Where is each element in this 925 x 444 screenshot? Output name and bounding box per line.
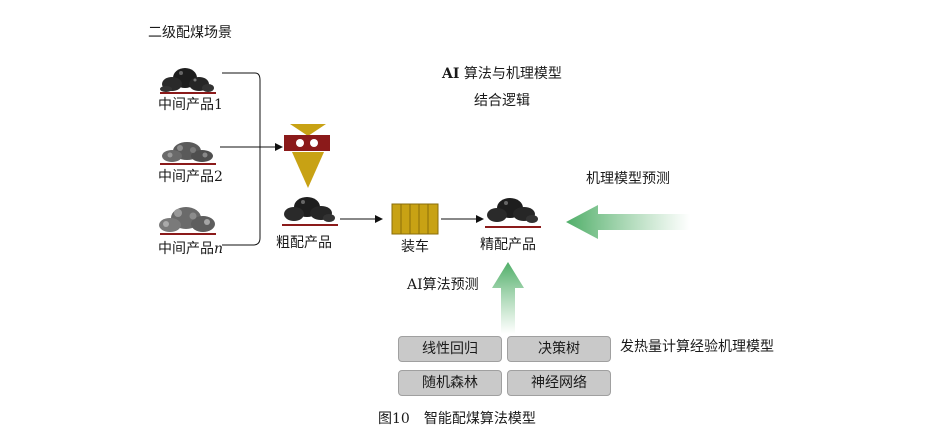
merge-bracket: [222, 72, 261, 246]
mech-prediction-arrow-icon: [566, 205, 690, 239]
coal-pile-2-icon: [160, 142, 216, 165]
loading-wagon-icon: [391, 203, 439, 235]
coal-pile-n-icon: [159, 207, 216, 235]
ai-title-line1: AI 算法与机理模型: [442, 67, 562, 81]
algorithm-linear-regression: 线性回归: [398, 336, 502, 362]
intermediate-2-label: 中间产品2: [158, 169, 223, 185]
intermediate-1-label: 中间产品1: [158, 97, 223, 113]
crude-label: 粗配产品: [276, 235, 332, 251]
ai-title-ai: AI: [442, 66, 460, 82]
intermediate-n-label: 中间产品n: [158, 242, 223, 256]
refined-pile-icon: [485, 198, 541, 228]
algorithm-neural-network: 神经网络: [507, 370, 611, 396]
mixer-hopper-icon: [284, 124, 330, 188]
refined-label: 精配产品: [480, 237, 536, 253]
loading-label: 装车: [401, 239, 429, 255]
crude-pile-icon: [282, 197, 338, 226]
scene-title: 二级配煤场景: [148, 25, 232, 41]
figure-caption: 图10 智能配煤算法模型: [378, 411, 536, 427]
intermediate-n-suffix: n: [214, 241, 224, 257]
heat-model-label: 发热量计算经验机理模型: [620, 339, 774, 355]
ai-title-line2: 结合逻辑: [474, 93, 530, 109]
mech-prediction-label: 机理模型预测: [586, 171, 670, 187]
ai-prediction-label: AI算法预测: [407, 277, 479, 293]
algorithm-decision-tree: 决策树: [507, 336, 611, 362]
ai-title-rest: 算法与机理模型: [459, 66, 562, 82]
intermediate-n-text: 中间产品: [158, 241, 214, 257]
ai-prediction-arrow-icon: [492, 262, 524, 334]
coal-pile-1-icon: [160, 68, 216, 94]
algorithm-random-forest: 随机森林: [398, 370, 502, 396]
